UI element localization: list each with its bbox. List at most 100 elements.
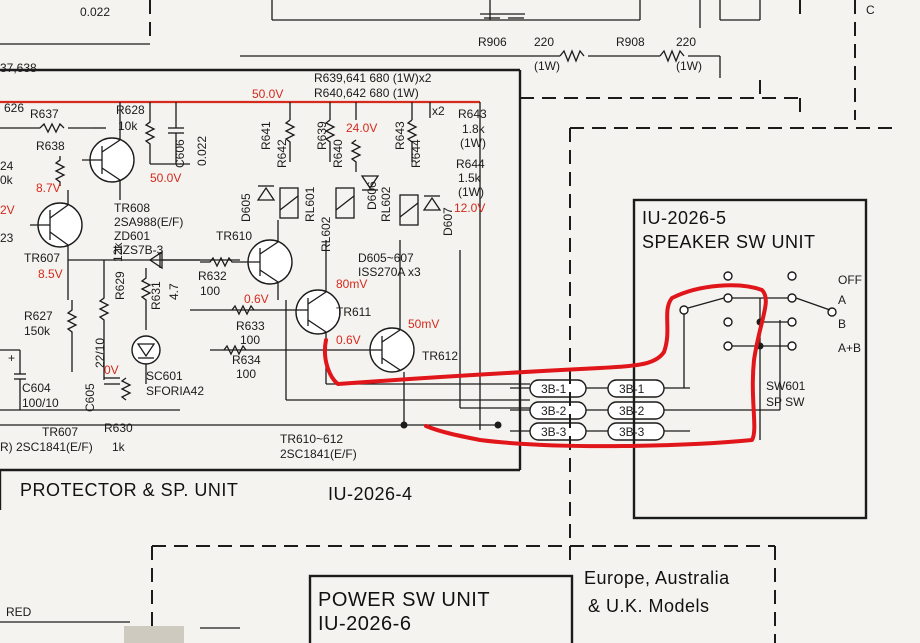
- tr610-label: TR610: [216, 229, 252, 243]
- connector-3b-3-left: [529, 422, 587, 441]
- position-b: B: [838, 317, 846, 331]
- protector-unit: 626 R637 R638 24 0k 8.7V 2V 23 TR607 8.5…: [0, 68, 530, 510]
- r640-642-label: R640,642 680 (1W): [314, 86, 419, 100]
- d607-label: D607: [441, 207, 455, 236]
- top-region: 0.022 37,638 R906 220 (1W) R908 220 (1W)…: [0, 0, 875, 120]
- x2-label: x2: [432, 104, 445, 118]
- tr608-label: TR608: [114, 201, 150, 215]
- r644-watt: (1W): [458, 185, 484, 199]
- r639-641-label: R639,641 680 (1W)x2: [314, 71, 432, 85]
- r908-value: 220: [676, 35, 696, 49]
- d606-label: D606: [365, 181, 379, 210]
- r631-label: R631: [149, 281, 163, 310]
- r643-label: R643: [458, 107, 487, 121]
- r632-label: R632: [198, 269, 227, 283]
- rl601-label: RL601: [303, 186, 317, 222]
- connector-label: 3B-1: [619, 382, 645, 396]
- r908-watt: (1W): [676, 59, 702, 73]
- edge-label-0k: 0k: [0, 173, 14, 187]
- speaker-title: SPEAKER SW UNIT: [642, 232, 816, 252]
- connector-3b-2-left: [529, 401, 587, 420]
- connector-3b-1-left: [529, 379, 587, 398]
- zd601-label: ZD601: [114, 229, 150, 243]
- r906-value: 220: [534, 35, 554, 49]
- connector-label: 3B-3: [619, 425, 645, 439]
- position-a: A: [838, 293, 846, 307]
- power-sw-unit: POWER SW UNIT IU-2026-6 Europe, Australi…: [0, 545, 776, 643]
- r633-value: 100: [240, 333, 260, 347]
- c604-value: 100/10: [22, 396, 59, 410]
- r643-rot-label: R643: [393, 121, 407, 150]
- tr608-type: 2SA988(E/F): [114, 215, 183, 229]
- voltage-2: 2V: [0, 203, 15, 217]
- voltage-50-0: 50.0V: [252, 87, 283, 101]
- voltage-80mv: 80mV: [336, 277, 367, 291]
- models-line-2: & U.K. Models: [588, 596, 710, 616]
- tr607-type: R) 2SC1841(E/F): [0, 440, 93, 454]
- speaker-sw-unit: IU-2026-5 SPEAKER SW UNIT OFF A B A+B SW…: [569, 127, 900, 560]
- edge-label-626: 626: [4, 101, 24, 115]
- connector-3b-3-right: [607, 422, 665, 441]
- c605-value: 22/10: [93, 338, 107, 368]
- protector-code: IU-2026-4: [328, 484, 413, 504]
- tr611-label: TR611: [336, 305, 371, 319]
- iss270a-label: ISS270A x3: [358, 265, 421, 279]
- sw601-label: SW601: [766, 379, 806, 393]
- position-off: OFF: [838, 273, 862, 287]
- models-line-1: Europe, Australia: [584, 568, 730, 588]
- protector-title: PROTECTOR & SP. UNIT: [20, 480, 238, 500]
- r631-value: 4.7: [167, 283, 181, 300]
- voltage-50-0b: 50.0V: [150, 171, 181, 185]
- r642-label: R642: [275, 139, 289, 168]
- edge-fragment-top: C: [866, 3, 875, 17]
- r908-label: R908: [616, 35, 645, 49]
- tr610-612-label: TR610~612: [280, 432, 343, 446]
- voltage-8-5: 8.5V: [38, 267, 63, 281]
- r634-label: R634: [232, 353, 261, 367]
- c605-label: C605: [83, 383, 97, 412]
- edge-label-24: 24: [0, 159, 14, 173]
- zd601-type: HZS7B-3: [114, 243, 164, 257]
- r628-value: 10k: [118, 119, 138, 133]
- rl602-label-b: RL602: [379, 186, 393, 222]
- c606-label: C606: [173, 139, 187, 168]
- c604-label: C604: [22, 381, 51, 395]
- d605-607-label: D605~607: [358, 251, 414, 265]
- r641-label: R641: [259, 121, 273, 150]
- rl602-label-a: RL602: [319, 216, 333, 252]
- voltage-12-0: 12.0V: [454, 201, 485, 215]
- sc601-label: SC601: [146, 369, 183, 383]
- d605-label: D605: [239, 193, 253, 222]
- r629-label: R629: [113, 271, 127, 300]
- speaker-code: IU-2026-5: [642, 208, 727, 228]
- tr612-label: TR612: [422, 349, 458, 363]
- sc601-type: SFORIA42: [146, 384, 204, 398]
- plus-mark: +: [8, 351, 15, 365]
- connector-3b-1-right: [607, 379, 665, 398]
- r639-label: R639: [315, 121, 329, 150]
- r644-rot-label: R644: [409, 139, 423, 168]
- rail-label: 37,638: [0, 61, 37, 75]
- r640-label: R640: [331, 139, 345, 168]
- r637-label: R637: [30, 107, 59, 121]
- r638-label: R638: [36, 139, 65, 153]
- c606-value: 0.022: [195, 136, 209, 166]
- connector-label: 3B-3: [541, 425, 567, 439]
- tr607-label-b: TR607: [42, 425, 78, 439]
- r633-label: R633: [236, 319, 265, 333]
- r627-label: R627: [24, 309, 53, 323]
- sw601-type: SP SW: [766, 395, 805, 409]
- r644-label: R644: [456, 157, 485, 171]
- tr610-612-type: 2SC1841(E/F): [280, 447, 357, 461]
- red-wire-label: RED: [6, 605, 32, 619]
- voltage-24-0: 24.0V: [346, 121, 377, 135]
- voltage-0: 0V: [104, 363, 119, 377]
- r628-label: R628: [116, 103, 145, 117]
- r630-value: 1k: [112, 440, 126, 454]
- connector-label: 3B-1: [541, 382, 567, 396]
- r643-value: 1.8k: [462, 122, 486, 136]
- r629-value: 12k: [111, 242, 125, 262]
- r643-watt: (1W): [460, 136, 486, 150]
- partial-label-plate: [124, 626, 184, 643]
